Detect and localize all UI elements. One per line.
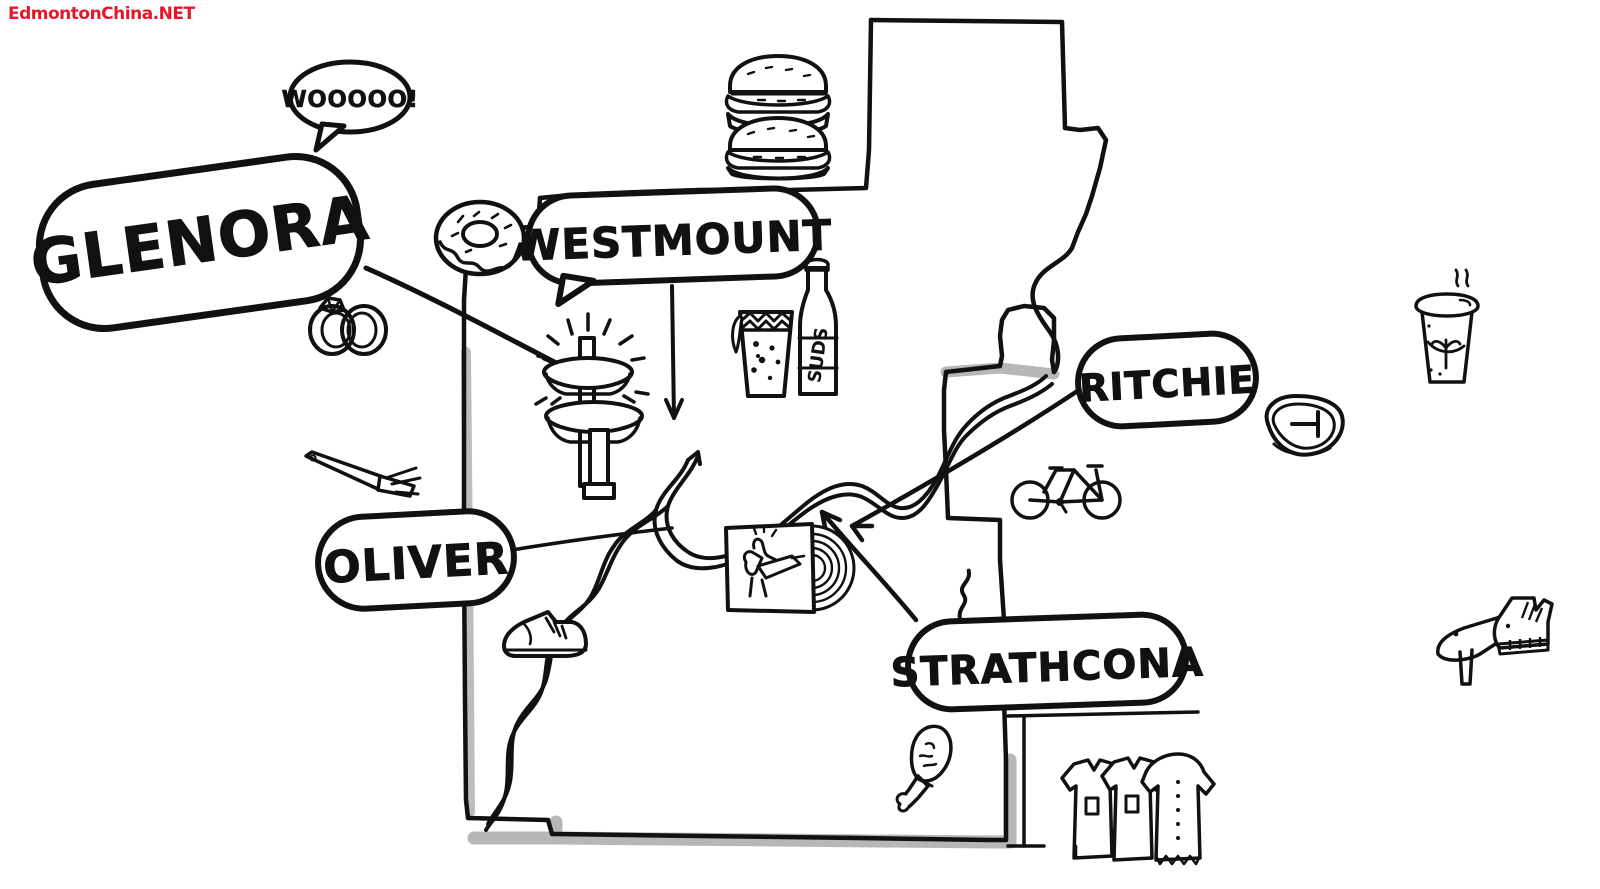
boundary-path-east-lower	[941, 369, 1009, 843]
river-bank-south	[652, 382, 1054, 571]
watermark-edmontonchina: EdmontonChina.NET	[8, 4, 195, 24]
burger-stack-icon	[724, 54, 832, 181]
album-sleeve	[724, 522, 816, 614]
sneaker-icon	[502, 610, 588, 658]
label-westmount[interactable]: WESTMOUNT	[512, 185, 834, 308]
coffee-steam-icon	[1454, 268, 1470, 288]
callout-wooooo: WOOOOO!	[281, 59, 418, 153]
label-glenora-bubble	[35, 152, 364, 333]
label-strathcona-tail	[957, 568, 971, 623]
heels-and-boot-icon	[1436, 596, 1554, 686]
arrow-westmount-to-map	[664, 284, 684, 420]
arrow-ritchie-to-map	[849, 385, 1085, 543]
label-oliver-bubble	[315, 508, 517, 612]
drumstick-icon	[895, 724, 953, 813]
boundary-shadow-band	[467, 753, 1017, 849]
label-westmount-text: WESTMOUNT	[513, 210, 833, 270]
boundary-path-north	[868, 17, 1109, 251]
beer-glass-icon	[731, 310, 794, 398]
arrow-oliver-connector	[510, 526, 674, 552]
callout-wooooo-bubble	[287, 59, 413, 135]
callout-wooooo-text: WOOOOO!	[281, 87, 418, 113]
label-ritchie-text: RITCHIE	[1078, 357, 1256, 410]
label-oliver[interactable]: OLIVER	[315, 508, 517, 612]
river-bank-southwest-b	[484, 508, 658, 832]
label-ritchie[interactable]: RITCHIE	[1075, 330, 1259, 430]
suds-bottle-icon: SUDS	[797, 257, 839, 396]
label-strathcona-bubble	[905, 611, 1189, 713]
vinyl-record-icon	[724, 522, 856, 614]
boundary-path-west-edge	[461, 349, 471, 821]
steak-icon	[1264, 394, 1345, 457]
label-glenora[interactable]: GLENORA	[21, 147, 378, 338]
guitarist-figure	[742, 524, 806, 598]
fountain-icon	[534, 312, 650, 500]
label-ritchie-bubble	[1075, 330, 1259, 430]
river-bank-north	[664, 374, 1048, 561]
wedding-rings-icon	[308, 296, 388, 356]
boundary-path-east-river	[1030, 245, 1075, 375]
boundary-path-south	[465, 815, 1009, 843]
label-strathcona[interactable]: STRATHCONA	[887, 563, 1205, 713]
river-source-arrow-icon	[686, 450, 702, 466]
callout-wooooo-tail	[313, 121, 347, 153]
clothing-rack-icon	[1006, 710, 1216, 866]
bicycle-icon	[1010, 464, 1122, 520]
coffee-cup-icon	[1414, 268, 1480, 384]
label-westmount-tail	[555, 272, 597, 308]
donut-icon	[433, 199, 527, 277]
label-oliver-text: OLIVER	[322, 533, 510, 594]
label-westmount-bubble	[525, 185, 821, 287]
fork-icon	[304, 450, 422, 498]
label-strathcona-text: STRATHCONA	[890, 640, 1205, 697]
